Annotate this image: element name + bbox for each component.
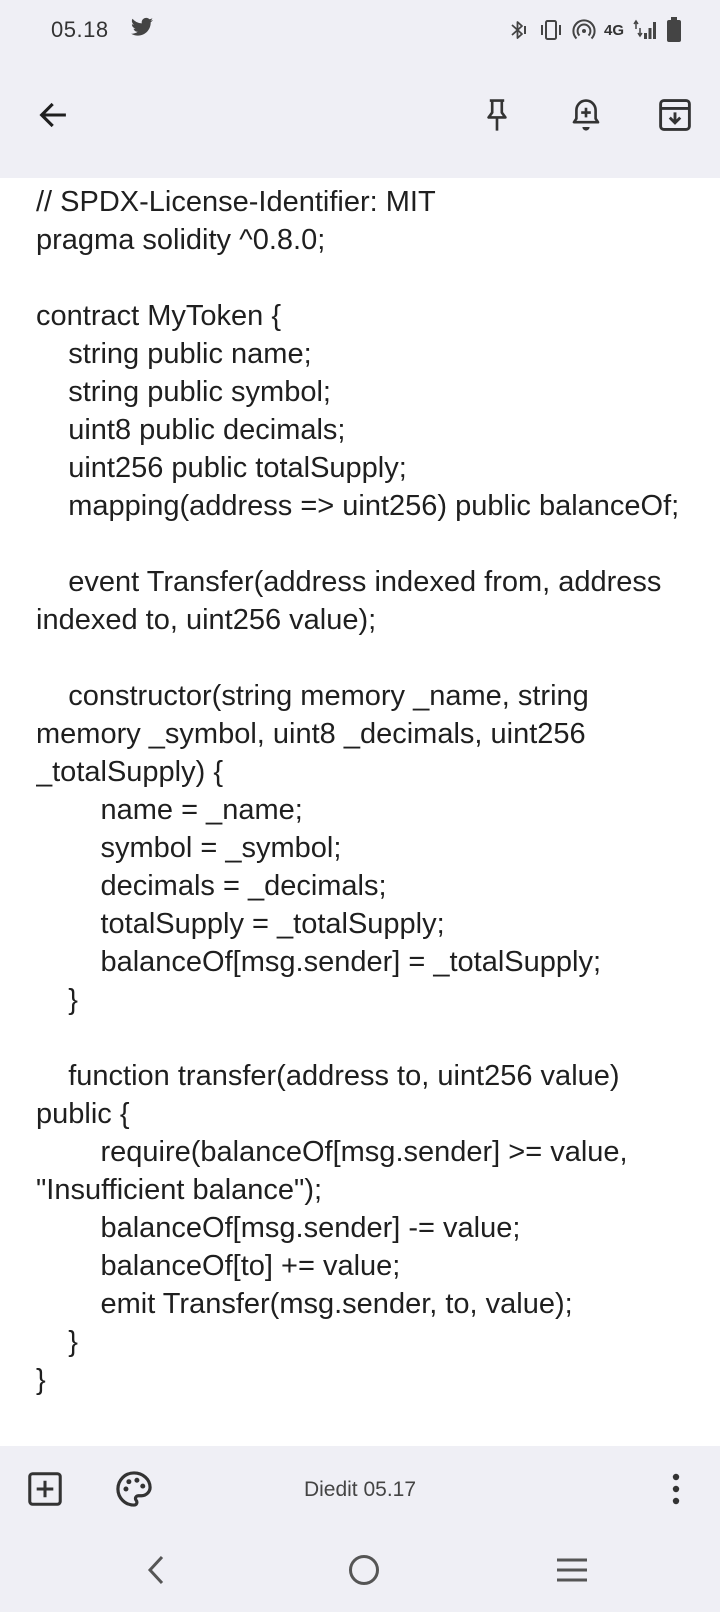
reminder-bell-icon: [570, 97, 602, 138]
note-content[interactable]: // SPDX-License-Identifier: MIT pragma s…: [36, 186, 680, 1396]
more-options-button[interactable]: [648, 1463, 704, 1519]
add-box-icon: [27, 1471, 63, 1512]
status-time: 05.18: [51, 17, 109, 42]
nav-back-button[interactable]: [124, 1540, 188, 1604]
app-bar: [0, 60, 720, 178]
back-button[interactable]: [25, 89, 81, 145]
status-icons: 4G: [506, 16, 682, 44]
archive-button[interactable]: [647, 89, 703, 145]
bluetooth-icon: [506, 18, 530, 42]
bottom-toolbar: Diedit 05.17: [0, 1446, 720, 1536]
nav-recents-icon: [555, 1556, 589, 1589]
battery-icon: [666, 17, 682, 43]
more-vert-icon: [670, 1472, 682, 1511]
signal-icon: [632, 18, 658, 42]
status-bar: 05.18 4G: [0, 0, 720, 60]
palette-button[interactable]: [106, 1463, 162, 1519]
nav-recents-button[interactable]: [540, 1540, 604, 1604]
palette-icon: [115, 1470, 153, 1513]
last-edited-label: Diedit 05.17: [303, 1478, 417, 1501]
archive-icon: [658, 98, 692, 137]
pin-button[interactable]: [469, 89, 525, 145]
network-label: 4G: [603, 21, 624, 39]
twitter-icon: [130, 17, 154, 41]
system-nav-bar: [0, 1536, 720, 1612]
nav-home-button[interactable]: [332, 1540, 396, 1604]
reminder-button[interactable]: [558, 89, 614, 145]
nav-back-icon: [144, 1554, 168, 1591]
vibrate-icon: [538, 18, 564, 42]
pin-icon: [482, 97, 512, 138]
back-arrow-icon: [36, 98, 70, 137]
add-box-button[interactable]: [17, 1463, 73, 1519]
nav-home-icon: [347, 1553, 381, 1592]
hotspot-icon: [572, 18, 596, 42]
